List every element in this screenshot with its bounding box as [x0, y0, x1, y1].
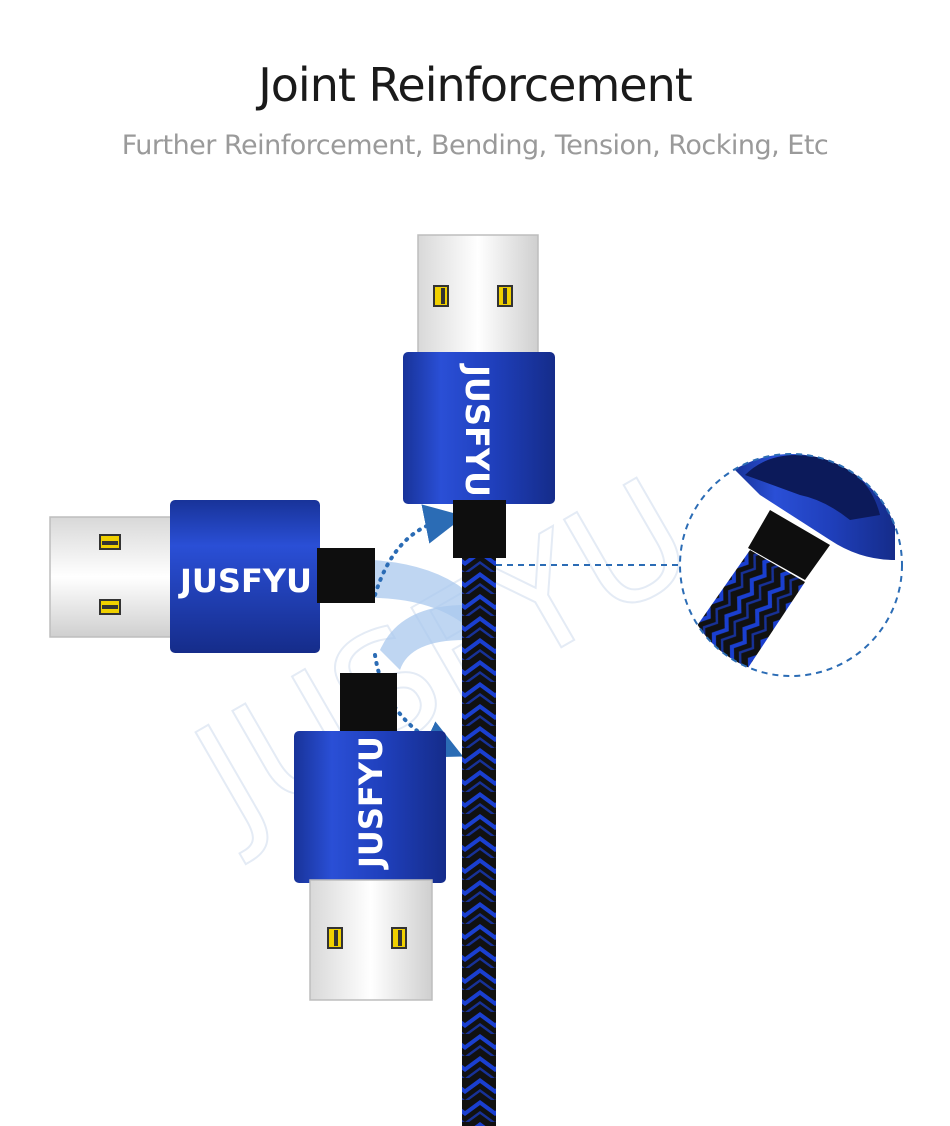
usb-contact-icon [99, 534, 121, 615]
usb-contact-icon [433, 285, 513, 307]
usb-contact-icon [327, 927, 407, 949]
brand-label-bottom: JUSFYU [352, 736, 390, 870]
page-subtitle: Further Reinforcement, Bending, Tension,… [121, 130, 829, 161]
motion-arrow [373, 504, 465, 758]
page-title: Joint Reinforcement [258, 58, 693, 112]
usb-plug-left: JUSFYU [49, 500, 375, 653]
usb-plug-bottom: JUSFYU [294, 673, 446, 1001]
brand-label-top: JUSFYU [458, 363, 496, 497]
brand-label-left: JUSFYU [178, 562, 312, 600]
braided-cable [462, 555, 496, 1126]
zoom-detail-circle [679, 453, 903, 677]
usb-plug-top: JUSFYU [403, 234, 555, 558]
